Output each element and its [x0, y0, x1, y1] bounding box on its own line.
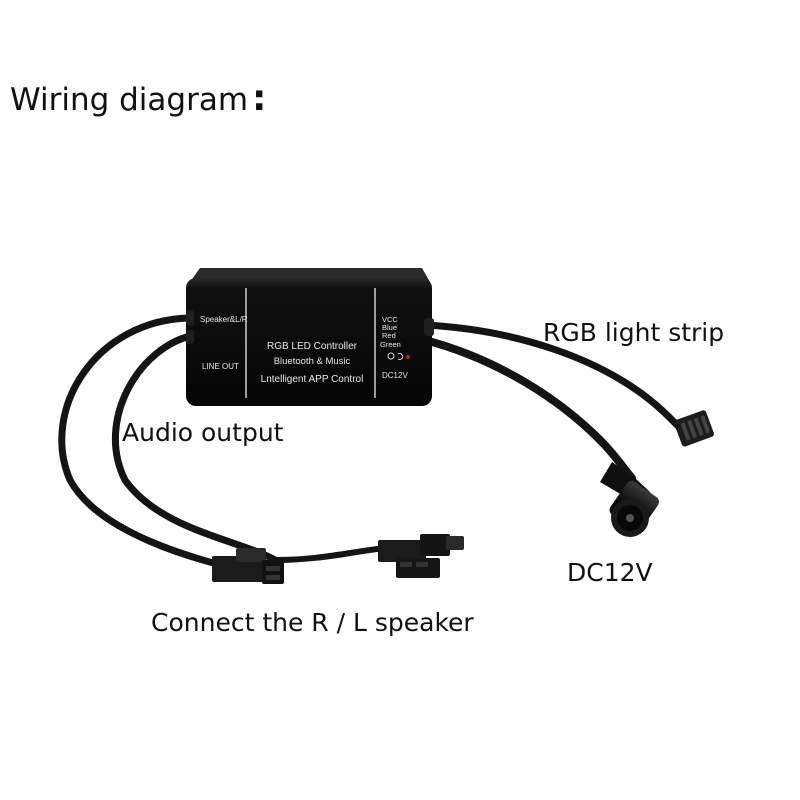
box-power-label: DC12V — [382, 371, 408, 380]
speaker-label: Connect the R / L speaker — [151, 608, 474, 637]
controller-box: Speaker&L/R LINE OUT RGB LED Controller … — [186, 268, 434, 406]
box-speaker-label: Speaker&L/R — [200, 315, 248, 324]
page-title-colon: : — [252, 78, 267, 119]
box-pin-label: VCC — [382, 315, 398, 324]
box-title-line1: RGB LED Controller — [267, 341, 358, 352]
box-pin-label: Blue — [382, 323, 397, 332]
box-pin-label: Green — [380, 340, 401, 349]
page-title: Wiring diagram: — [10, 78, 266, 119]
audio-cable-outer — [58, 314, 244, 574]
box-title-line3: Lntelligent APP Control — [261, 374, 364, 385]
dc-cable — [421, 336, 636, 482]
dc12v-label: DC12V — [567, 558, 653, 587]
audio-cable-branch — [272, 545, 388, 563]
rgb-cable — [421, 321, 684, 432]
box-lineout-label: LINE OUT — [202, 362, 239, 371]
dc-barrel-jack — [600, 462, 659, 537]
audio-cable-inner — [111, 331, 279, 564]
box-title-line2: Bluetooth & Music — [274, 356, 351, 367]
rgb-light-strip-label: RGB light strip — [543, 318, 725, 347]
rgb-connector — [674, 410, 714, 447]
box-pin-label: Red — [382, 331, 396, 340]
speaker-connector-left — [212, 548, 284, 584]
speaker-connector-right — [378, 534, 464, 578]
audio-output-label: Audio output — [122, 418, 284, 447]
page-title-text: Wiring diagram — [10, 82, 249, 118]
